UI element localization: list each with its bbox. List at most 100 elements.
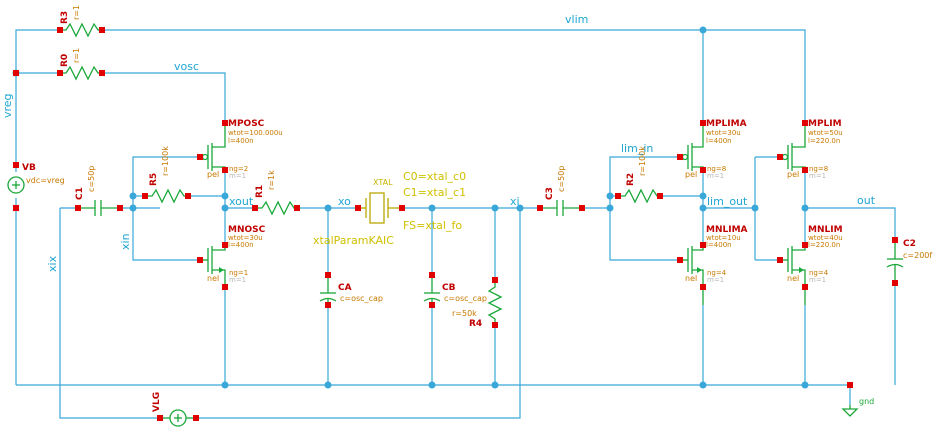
mplima-type: pel xyxy=(685,170,697,179)
mnlima-m: m=1 xyxy=(707,276,724,284)
wires xyxy=(15,29,896,419)
capacitor-c1[interactable]: C1 c=50p xyxy=(75,166,123,216)
r5-param: r=100k xyxy=(161,146,170,176)
capacitor-c2[interactable]: C2 c=200f xyxy=(886,237,932,286)
r1-ref: R1 xyxy=(255,185,265,198)
voltage-source-vb[interactable]: VB vdc=vreg xyxy=(7,162,65,211)
resistor-r2[interactable]: R2 r=100k xyxy=(615,146,663,204)
r5-ref: R5 xyxy=(149,173,159,186)
ca-ref: CA xyxy=(338,283,352,293)
mnosc-ref: MNOSC xyxy=(228,225,266,235)
resistor-r4[interactable]: r=50k R4 xyxy=(452,277,503,329)
r0-param: r=1 xyxy=(72,48,81,63)
gnd-symbol: gnd xyxy=(841,382,874,417)
capacitor-ca[interactable]: CA c=osc_cap xyxy=(319,272,383,308)
mnosc-type: nel xyxy=(207,274,219,283)
c3-ref: C3 xyxy=(545,187,555,200)
transistor-mnlima[interactable]: MNLIMA wtot=10u l=400n ng=4 m=1 nel xyxy=(677,225,748,305)
transistor-mplima[interactable]: MPLIMA wtot=30u l=400n ng=8 m=1 pel xyxy=(677,119,747,180)
net-xo: xo xyxy=(338,195,351,208)
transistor-mnosc[interactable]: MNOSC wtot=30u l=400n ng=1 m=1 nel xyxy=(197,225,266,290)
mplim-m: m=1 xyxy=(809,172,826,180)
mposc-ref: MPOSC xyxy=(228,119,265,129)
net-out: out xyxy=(857,194,876,207)
resistor-r3[interactable]: R3 r=1 xyxy=(57,5,105,38)
r3-ref: R3 xyxy=(60,11,70,24)
vb-ref: VB xyxy=(22,163,36,173)
resistor-r0[interactable]: R0 r=1 xyxy=(57,48,105,81)
mnosc-m: m=1 xyxy=(229,276,246,284)
net-lim-out: lim_out xyxy=(707,195,748,208)
c3-param: c=50p xyxy=(557,166,566,192)
net-vreg: vreg xyxy=(1,93,14,118)
mnlima-ng: ng=4 xyxy=(707,269,727,277)
mnosc-wtot: wtot=30u xyxy=(228,234,263,242)
c2-param: c=200f xyxy=(903,251,932,260)
mplim-type: pel xyxy=(787,170,799,179)
transistor-mplim[interactable]: MPLIM wtot=50u l=220.0n ng=8 m=1 pel xyxy=(777,119,843,180)
c1-ref: C1 xyxy=(75,187,85,200)
cb-ref: CB xyxy=(442,283,456,293)
net-labels: vlim vosc vreg xout xo xi xin xix lim_in… xyxy=(1,13,876,272)
mnlim-ng: ng=4 xyxy=(809,269,829,277)
r4-ref: R4 xyxy=(469,319,482,329)
mposc-wtot: wtot=100.000u xyxy=(228,129,283,137)
net-vlim: vlim xyxy=(565,13,588,26)
cb-param: c=osc_cap xyxy=(444,294,487,303)
crystal-xtal[interactable]: XTAL xtalParamKAIC C0=xtal_c0 C1=xtal_c1… xyxy=(313,170,466,247)
r2-ref: R2 xyxy=(626,173,636,186)
mposc-ng: ng=2 xyxy=(229,165,248,173)
mnlima-l: l=400n xyxy=(706,241,732,249)
pin-markers xyxy=(13,70,19,76)
mposc-l: l=400n xyxy=(228,137,254,145)
ca-param: c=osc_cap xyxy=(340,294,383,303)
mnlima-ref: MNLIMA xyxy=(706,225,748,235)
mnlim-type: nel xyxy=(787,274,799,283)
vb-param: vdc=vreg xyxy=(26,176,65,185)
xtal-c0: C0=xtal_c0 xyxy=(403,170,466,183)
xtal-cell-name: xtalParamKAIC xyxy=(313,234,394,247)
mnlim-ref: MNLIM xyxy=(808,225,843,235)
capacitor-c3[interactable]: C3 c=50p xyxy=(537,166,585,216)
mnosc-l: l=400n xyxy=(228,241,254,249)
c2-ref: C2 xyxy=(903,239,916,249)
mposc-type: pel xyxy=(207,170,219,179)
r2-param: r=100k xyxy=(638,146,647,176)
r0-ref: R0 xyxy=(60,54,70,67)
xtal-c1: C1=xtal_c1 xyxy=(403,186,466,199)
mplima-m: m=1 xyxy=(707,172,724,180)
mplima-ref: MPLIMA xyxy=(706,119,747,129)
xtal-fs: FS=xtal_fo xyxy=(403,219,462,232)
r1-param: r=1k xyxy=(267,170,276,190)
mnlima-type: nel xyxy=(685,274,697,283)
mnlim-l: l=220.0n xyxy=(808,241,840,249)
mplima-wtot: wtot=30u xyxy=(706,129,741,137)
net-vosc: vosc xyxy=(174,60,199,73)
resistor-r5[interactable]: R5 r=100k xyxy=(142,146,191,204)
mnlim-wtot: wtot=40u xyxy=(808,234,843,242)
mnosc-ng: ng=1 xyxy=(229,269,248,277)
r3-param: r=1 xyxy=(72,5,81,20)
resistor-r1[interactable]: R1 r=1k xyxy=(252,170,300,216)
capacitor-cb[interactable]: CB c=osc_cap xyxy=(423,272,487,308)
net-xin: xin xyxy=(119,233,132,250)
net-xout: xout xyxy=(229,195,254,208)
c1-param: c=50p xyxy=(87,166,96,192)
transistor-mnlim[interactable]: MNLIM wtot=40u l=220.0n ng=4 m=1 nel xyxy=(777,225,843,305)
mplim-ref: MPLIM xyxy=(808,119,842,129)
mnlim-m: m=1 xyxy=(809,276,826,284)
mplima-ng: ng=8 xyxy=(707,165,726,173)
net-xix: xix xyxy=(46,255,59,272)
mplim-ng: ng=8 xyxy=(809,165,828,173)
mnlima-wtot: wtot=10u xyxy=(706,234,741,242)
net-xi: xi xyxy=(510,195,520,208)
gnd-label: gnd xyxy=(859,397,874,406)
mposc-m: m=1 xyxy=(229,172,246,180)
vlg-ref: VLG xyxy=(152,392,162,412)
mplim-l: l=220.0n xyxy=(808,137,840,145)
transistor-mposc[interactable]: MPOSC wtot=100.000u l=400n ng=2 m=1 pel xyxy=(197,119,283,180)
net-lim-in: lim_in xyxy=(621,142,653,155)
mplima-l: l=400n xyxy=(706,137,732,145)
voltage-source-vlg[interactable]: VLG xyxy=(152,392,199,427)
